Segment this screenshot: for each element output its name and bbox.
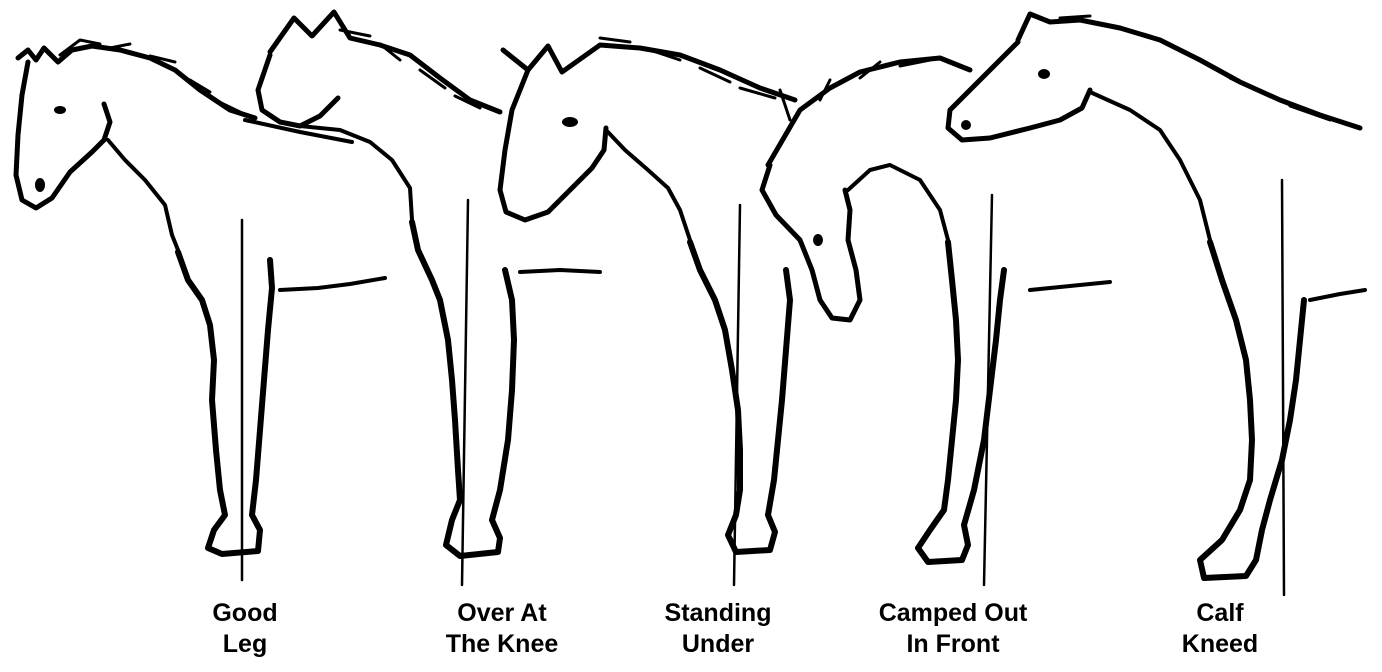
caption-good-leg-line1: Good [145,598,345,629]
caption-camped-out-in-front-line2: In Front [853,629,1053,660]
caption-good-leg: Good Leg [145,598,345,660]
caption-standing-under-line2: Under [618,629,818,660]
caption-over-at-the-knee-line1: Over At [402,598,602,629]
caption-over-at-the-knee-line2: The Knee [402,629,602,660]
horse-illustration-standing-under [500,38,795,585]
caption-over-at-the-knee: Over At The Knee [402,598,602,660]
caption-calf-kneed: Calf Kneed [1120,598,1320,660]
horse-illustration-good-leg [16,40,385,580]
horse-illustration-over-at-the-knee [258,12,600,585]
horse-illustration-camped-out-in-front [762,58,1110,585]
caption-camped-out-in-front: Camped Out In Front [853,598,1053,660]
caption-calf-kneed-line1: Calf [1120,598,1320,629]
horse-illustration-calf-kneed [948,14,1365,595]
caption-calf-kneed-line2: Kneed [1120,629,1320,660]
caption-good-leg-line2: Leg [145,629,345,660]
caption-camped-out-in-front-line1: Camped Out [853,598,1053,629]
caption-standing-under: Standing Under [618,598,818,660]
caption-standing-under-line1: Standing [618,598,818,629]
